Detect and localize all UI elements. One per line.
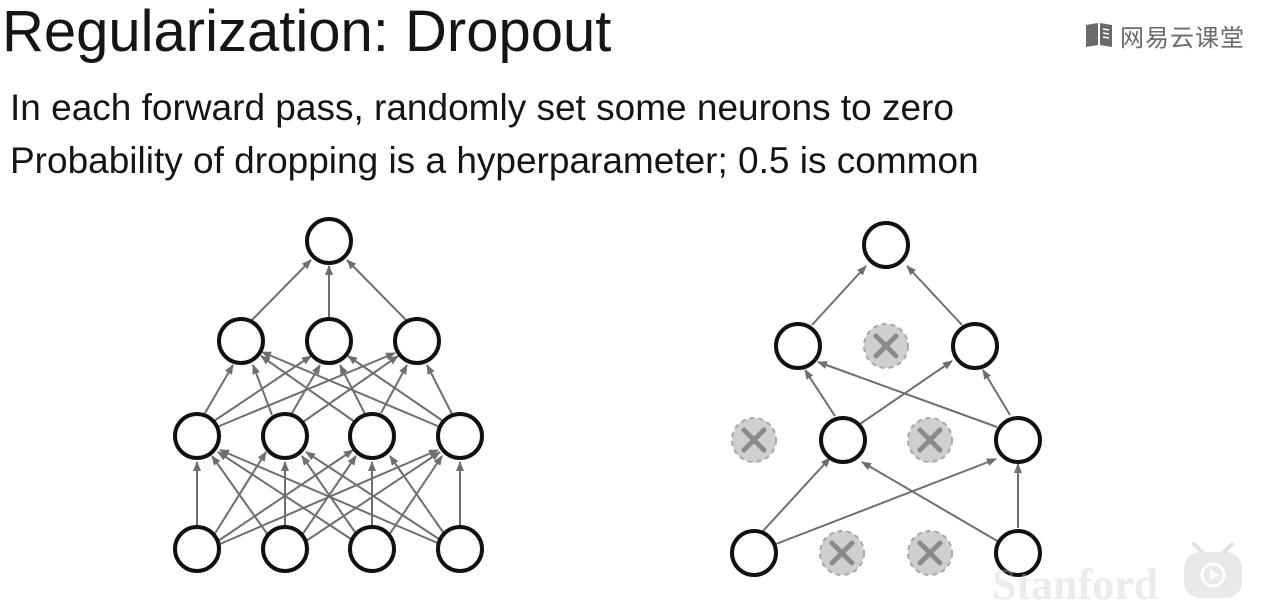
- x-mark-icon: [741, 427, 767, 453]
- neuron-output: [305, 217, 353, 265]
- neuron-hidden2-2: [305, 317, 353, 365]
- edge: [217, 449, 354, 542]
- neuron-hidden1-4: [436, 412, 484, 460]
- dropped-neuron-input-3: [907, 530, 953, 576]
- stanford-watermark: Stanford: [992, 560, 1159, 602]
- neuron-hidden2-3: [951, 322, 999, 370]
- dropout-network-edges: [762, 265, 1022, 545]
- neuron-hidden1-4: [994, 416, 1042, 464]
- edge: [380, 364, 408, 414]
- x-mark-icon: [917, 540, 943, 566]
- edge: [388, 455, 443, 536]
- edge: [305, 451, 441, 542]
- full-network: [173, 217, 484, 573]
- brand-text: 网易云课堂: [1120, 23, 1245, 52]
- neuron-input-1: [730, 529, 778, 577]
- edge: [817, 361, 998, 428]
- neuron-input-4: [436, 525, 484, 573]
- edge: [811, 265, 867, 326]
- neuron-output: [862, 221, 910, 269]
- edge: [982, 369, 1011, 416]
- edge: [861, 461, 1000, 543]
- edge: [219, 449, 439, 545]
- edge: [775, 458, 997, 545]
- play-icon: [1210, 569, 1219, 581]
- neuron-hidden1-1: [173, 412, 221, 460]
- neuron-input-2: [261, 525, 309, 573]
- edge: [762, 457, 831, 532]
- edge: [389, 455, 446, 536]
- edge: [302, 355, 399, 423]
- edge: [204, 364, 234, 414]
- full-network-edges: [193, 259, 464, 545]
- edge: [213, 451, 267, 536]
- neuron-hidden2-1: [774, 322, 822, 370]
- edge: [216, 352, 396, 428]
- x-mark-icon: [873, 333, 899, 359]
- x-mark-icon: [917, 427, 943, 453]
- edge: [217, 451, 355, 542]
- edge: [301, 455, 358, 536]
- dropped-neuron: [907, 530, 953, 576]
- edge: [211, 455, 269, 536]
- full-network-neurons: [173, 217, 484, 573]
- edge: [906, 265, 963, 326]
- edge: [426, 364, 453, 415]
- edge: [859, 360, 953, 425]
- dropped-neuron-hidden1-1: [731, 417, 777, 463]
- dropped-neuron: [819, 530, 865, 576]
- edge: [213, 355, 312, 422]
- edge: [219, 449, 441, 545]
- edge: [260, 355, 356, 423]
- edge: [251, 259, 312, 321]
- neuron-hidden1-3: [348, 412, 396, 460]
- neuron-hidden2-1: [217, 317, 265, 365]
- dropout-network: [730, 221, 1042, 577]
- edge: [301, 455, 357, 536]
- dropped-neuron: [731, 417, 777, 463]
- edge: [252, 364, 273, 416]
- neuron-input-3: [348, 525, 396, 573]
- edge: [291, 364, 321, 414]
- neuron-input-1: [173, 525, 221, 573]
- edge: [347, 355, 444, 422]
- dropout-network-neurons: [730, 221, 1042, 577]
- dropped-neuron-input-2: [819, 530, 865, 576]
- bullet-drop-probability: Probability of dropping is a hyperparame…: [10, 140, 979, 181]
- play-badge[interactable]: [1180, 540, 1246, 602]
- neuron-hidden1-2: [819, 416, 867, 464]
- dropped-neuron: [863, 323, 909, 369]
- neuron-hidden2-3: [393, 317, 441, 365]
- dropped-neuron-hidden1-3: [907, 417, 953, 463]
- x-mark-icon: [829, 540, 855, 566]
- edge: [305, 451, 443, 542]
- edge: [261, 351, 441, 428]
- neuron-hidden1-2: [261, 412, 309, 460]
- dropped-neuron: [907, 417, 953, 463]
- slide-title: Regularization: Dropout: [2, 0, 612, 64]
- edge: [804, 369, 836, 417]
- book-logo-icon: [1086, 23, 1112, 47]
- bullet-forward-pass: In each forward pass, randomly set some …: [10, 87, 954, 128]
- edge: [339, 364, 366, 415]
- dropped-neurons: [731, 323, 953, 576]
- brand-watermark: 网易云课堂: [1084, 18, 1245, 52]
- edge: [346, 259, 407, 321]
- dropped-neuron-hidden2-2: [863, 323, 909, 369]
